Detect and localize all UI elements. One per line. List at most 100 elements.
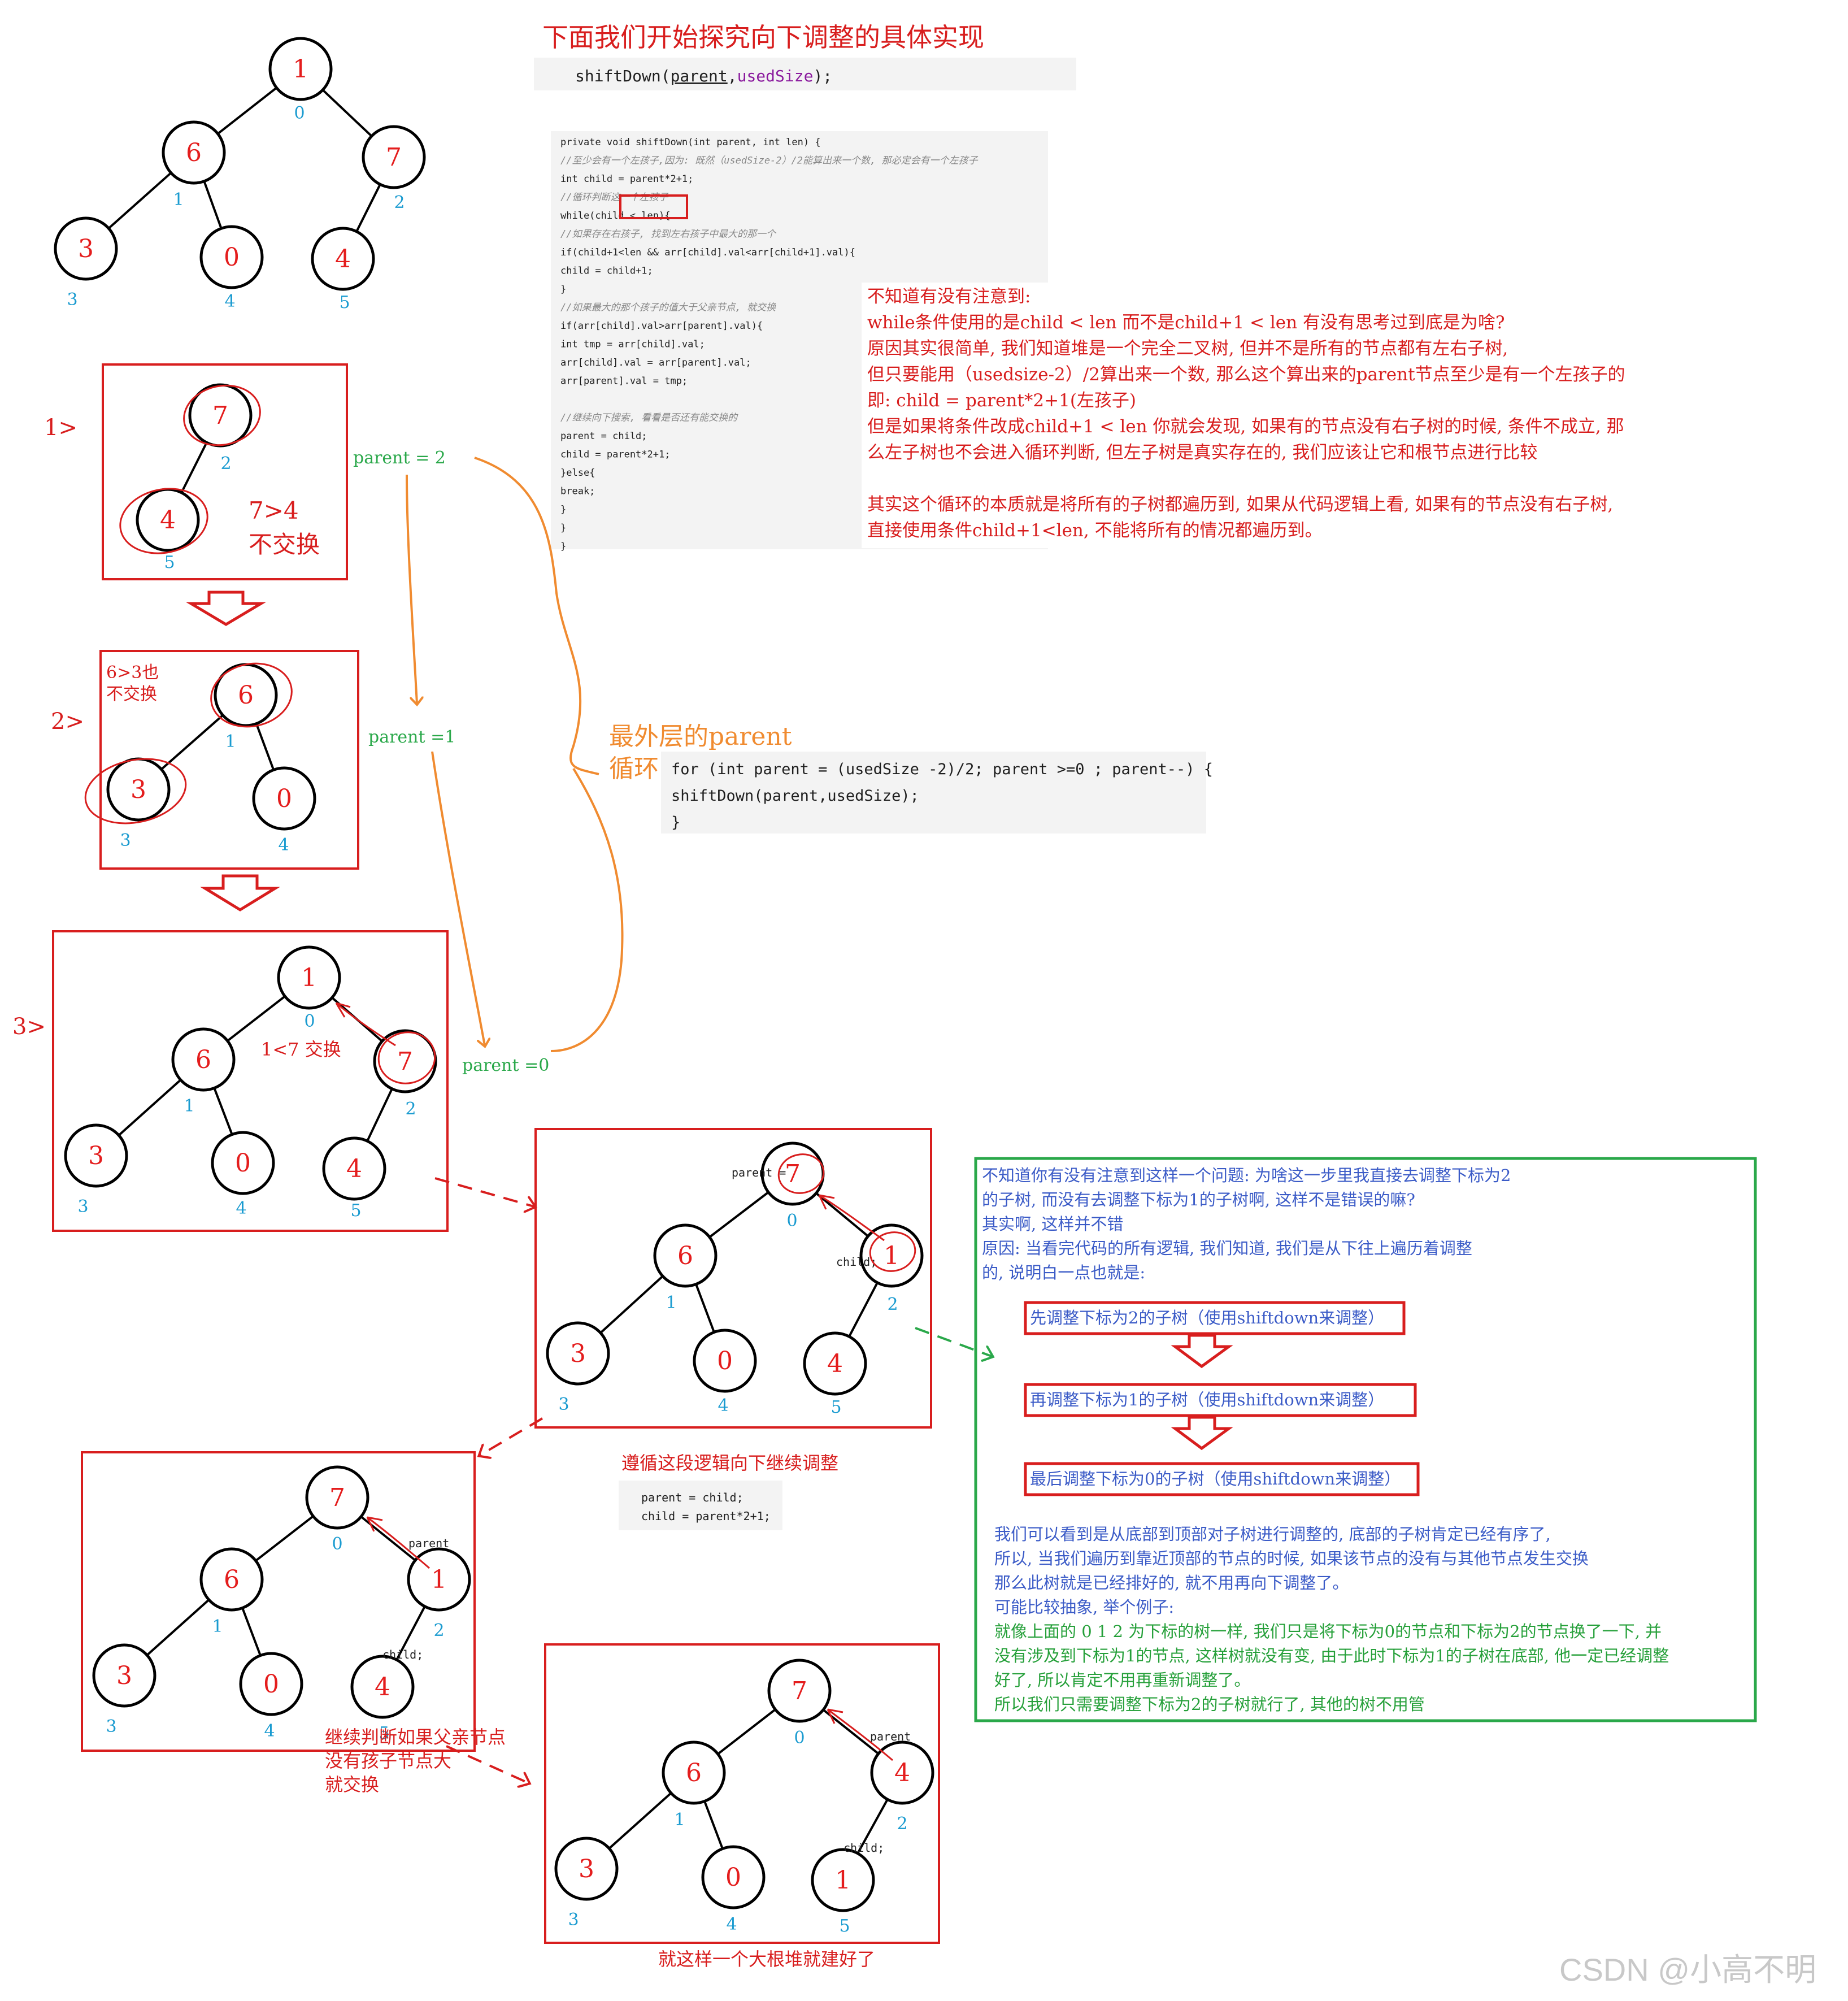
tree-edge [322,89,372,137]
code-line: arr[child].val = arr[parent].val; [560,357,751,368]
step-label-3: 3> [12,1014,46,1040]
tree-node [701,1845,766,1909]
tree-node [693,1329,757,1393]
tree-node [373,1029,437,1093]
pointer-tag: parent [870,1730,911,1743]
code-line: //如果最大的那个孩子的值大于父亲节点, 就交换 [560,302,776,314]
parent-arrow-2 [431,751,485,1045]
node-value: 4 [375,1673,390,1701]
swap-circle [777,1153,825,1194]
adjust-step-box [1024,1462,1420,1496]
tree-node [54,216,118,281]
node-index: 4 [236,1199,246,1218]
node-value: 0 [725,1863,741,1892]
parent-label-2: parent = 2 [353,448,446,468]
code-line: if(child+1<len && arr[child].val<arr[chi… [560,247,855,258]
follow-logic-code: child = parent*2+1; [641,1509,771,1523]
node-index: 5 [379,1724,389,1743]
tree-edge [213,1088,233,1135]
tree6-box [544,1643,940,1944]
down-arrow-1 [185,591,267,626]
tree-edge [108,172,172,229]
tree-node [811,1848,875,1912]
node-value: 6 [238,681,254,710]
node-index: 3 [67,290,77,310]
tree-edge [856,1799,889,1854]
node-index: 2 [433,1621,444,1640]
green-box-example-line: 好了, 所以肯定不用再重新调整了。 [994,1670,1250,1690]
tree-edge [255,723,275,770]
code-line: }else{ [560,467,595,479]
tree-edge [823,1709,879,1755]
node-index: 3 [120,831,131,850]
code-line: } [560,541,566,552]
node-value: 6 [186,138,202,167]
pointer-tag: child; [843,1841,884,1855]
node-value: 1 [884,1242,899,1270]
step1-box [102,363,348,580]
tree-edge [695,1284,715,1332]
flow-arrow-to-tree6 [446,1745,528,1783]
node-value: 1 [301,963,317,992]
node-value: 7 [792,1677,807,1705]
step3-box [52,930,449,1232]
node-value: 7 [785,1160,801,1188]
follow-logic-code: parent = child; [641,1491,743,1504]
node-value: 6 [195,1045,211,1074]
code-line: //至少会有一个左孩子,因为: 既然（usedSize-2）/2能算出来一个数,… [560,155,978,167]
code-line: arr[parent].val = tmp; [560,376,688,387]
adjust-down-arrow [1171,1334,1233,1369]
green-box-example-line: 就像上面的 0 1 2 为下标的树一样, 我们只是将下标为0的节点和下标为2的节… [994,1622,1662,1641]
tree-node [199,1547,264,1612]
tree-edge [718,1709,776,1755]
node-index: 0 [794,1728,805,1748]
outer-loop-code: for (int parent = (usedSize -2)/2; paren… [671,761,1213,831]
node-index: 5 [839,1916,850,1936]
code-line: } [560,284,566,295]
node-index: 5 [350,1201,361,1221]
tree-edge [709,1191,769,1238]
tree-node [350,1655,415,1719]
continue-note: 继续判断如果父亲节点 [325,1726,506,1748]
tree-edge [180,442,208,493]
node-index: 3 [558,1395,569,1414]
node-index: 1 [184,1096,194,1116]
adjust-step-label: 先调整下标为2的子树（使用shiftdown来调整） [1030,1308,1384,1327]
tree-edge [366,1088,393,1141]
code-line: break; [560,486,595,497]
tree-node [268,37,333,101]
tree5-box [81,1451,476,1752]
tree-node [162,120,226,185]
tree-node [311,227,375,291]
tree-edge [600,1275,663,1334]
follow-logic-code-bg [619,1481,782,1530]
node-value: 0 [235,1149,251,1178]
top-note-bg [862,283,1760,548]
tree-edge [395,1606,426,1660]
main-code-block: private void shiftDown(int parent, int l… [560,137,978,552]
node-index: 3 [106,1717,116,1737]
node-value: 0 [224,243,240,272]
code-line: parent = child; [560,431,647,442]
tree-node [362,125,426,189]
outer-loop-label: 循环 [609,754,659,783]
tree-node [803,1331,867,1396]
node-index: 4 [224,292,235,311]
node-index: 1 [173,190,184,210]
node-index: 5 [164,553,175,572]
code-line: int tmp = arr[child].val; [560,339,705,350]
tree-node [662,1740,726,1805]
tree-node [767,1659,832,1723]
adjust-step-box [1024,1301,1406,1335]
note-line: while条件使用的是child < len 而不是child+1 < len … [867,312,1505,333]
green-box-intro-line: 的, 说明白一点也就是: [982,1263,1145,1282]
node-index: 0 [304,1012,315,1031]
code-line: //继续向下搜索, 看看是否还有能交换的 [560,413,738,424]
csdn-watermark: CSDN @小高不明 [1559,1952,1816,1987]
code-line: } [560,523,566,534]
flow-arrow-to-tree4 [434,1177,534,1206]
